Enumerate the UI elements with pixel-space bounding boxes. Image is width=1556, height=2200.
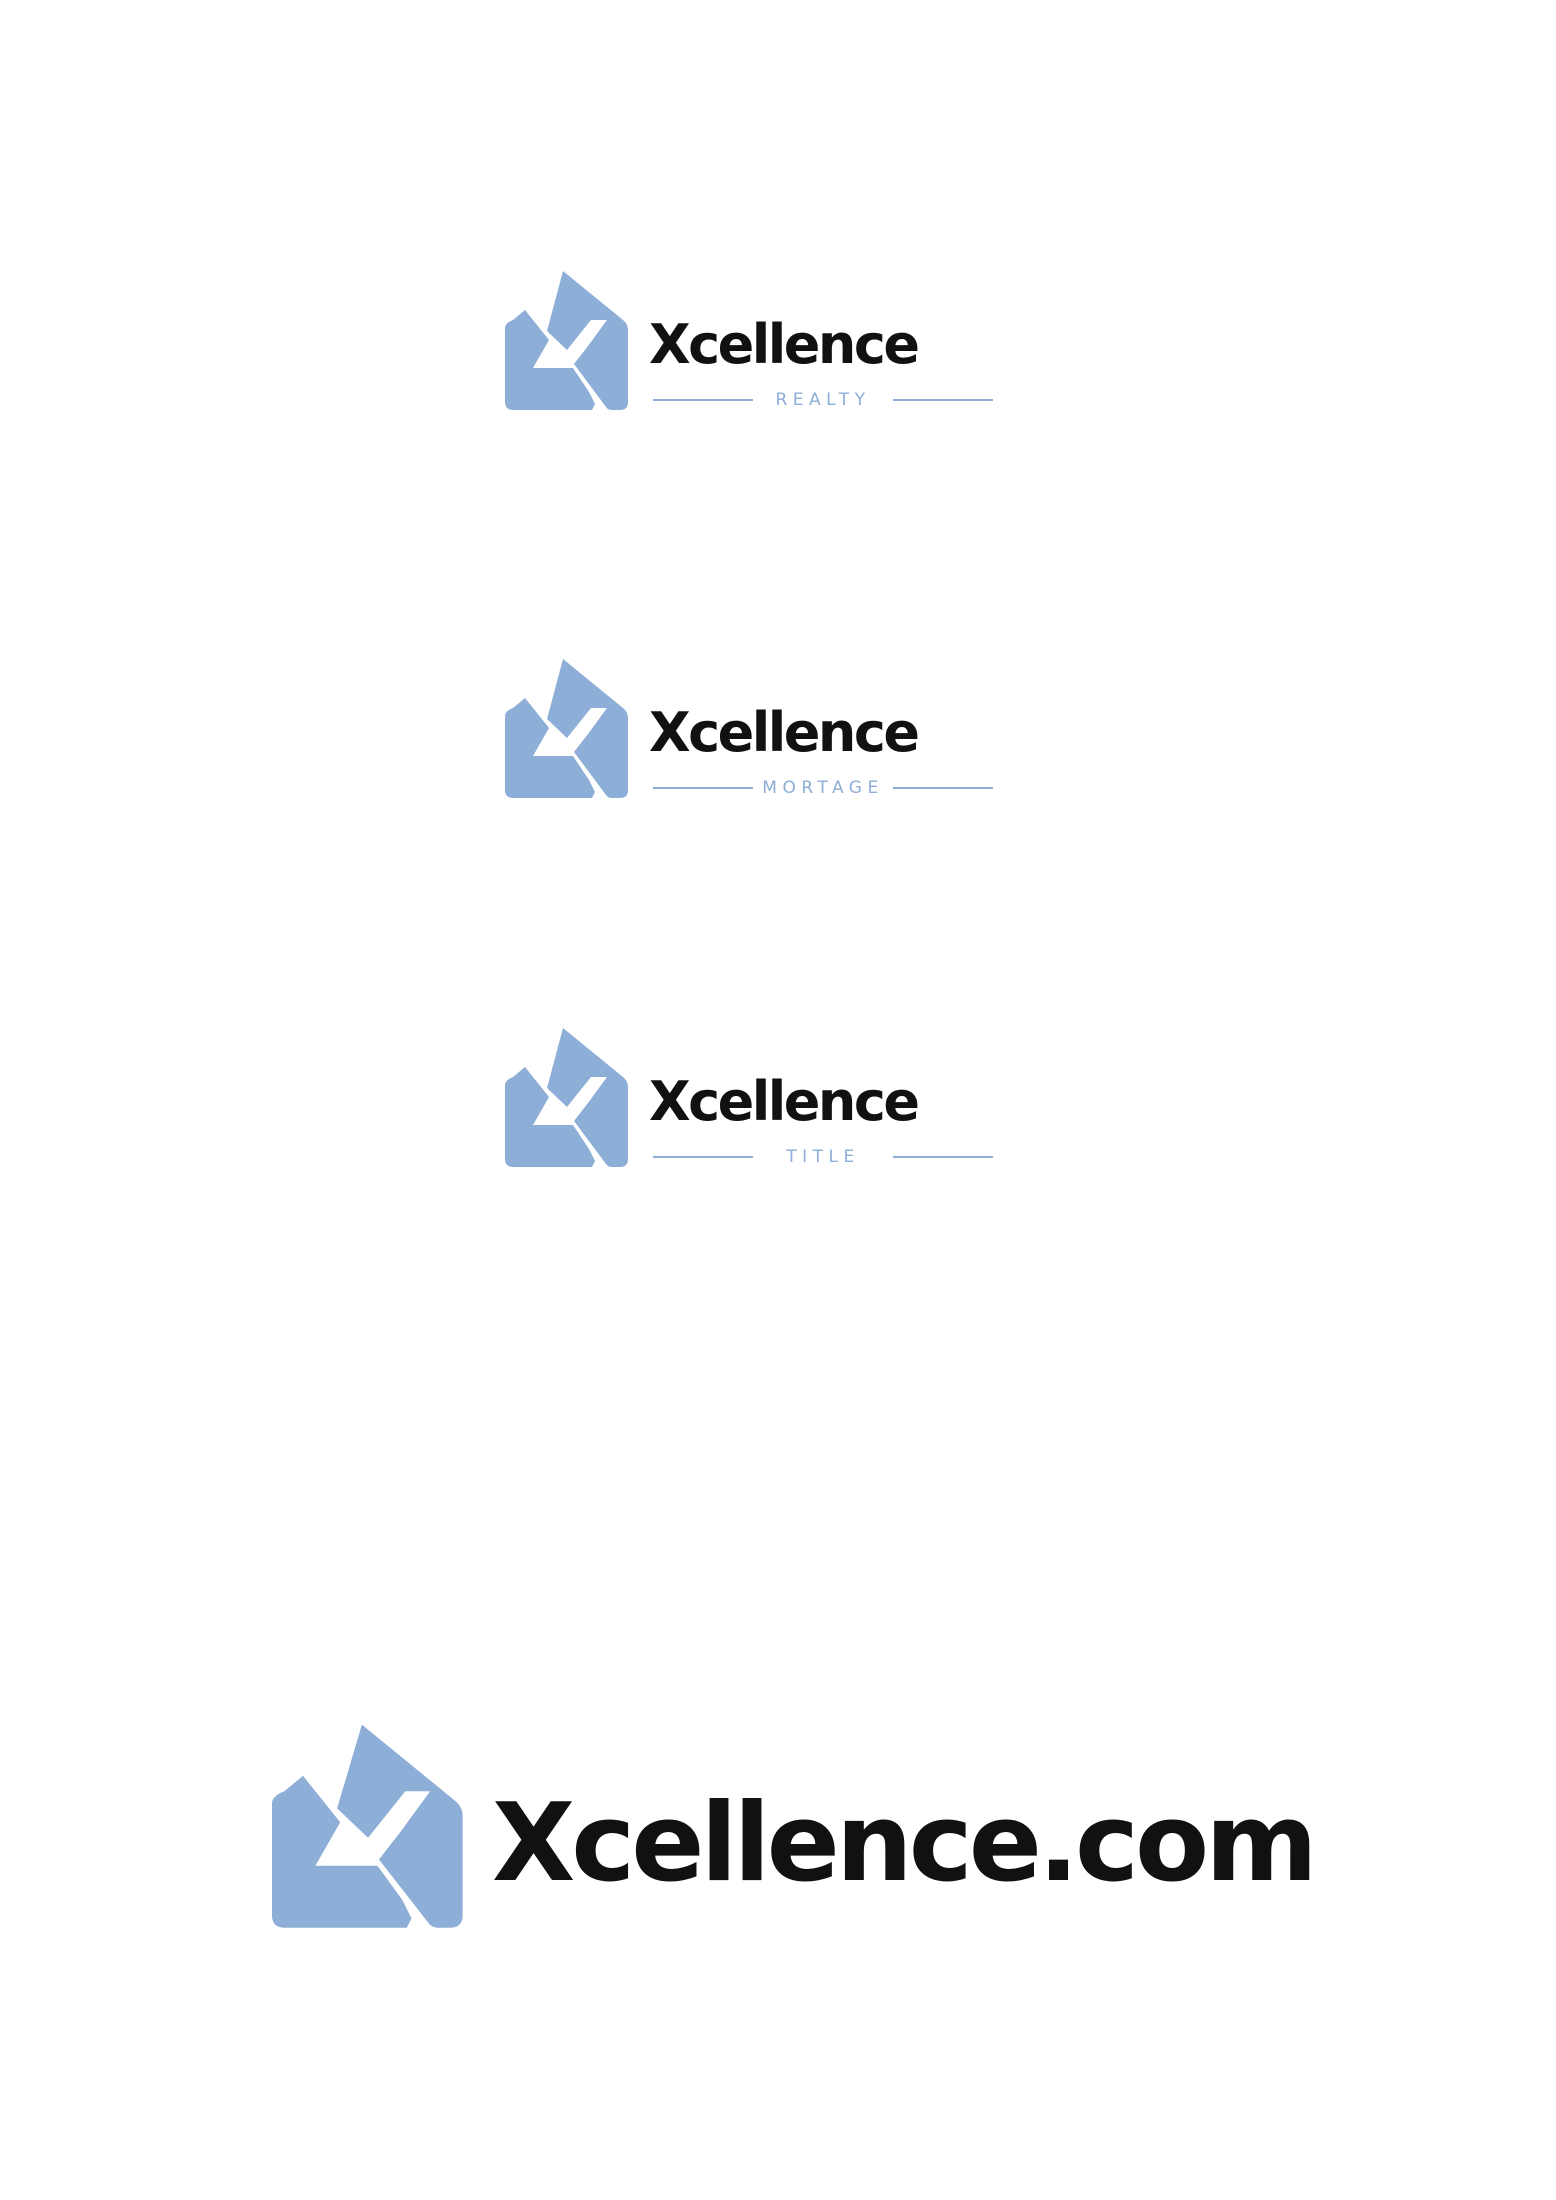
xcellence-title-logo: Xcellence TITLE xyxy=(505,1025,997,1171)
house-x-icon xyxy=(505,271,628,410)
tagline-divider-left xyxy=(653,1156,753,1158)
wordmark: Xcellence.com xyxy=(492,1781,1318,1906)
house-x-icon xyxy=(505,659,628,798)
tagline-text: TITLE xyxy=(786,1147,860,1167)
tagline-divider-left xyxy=(653,787,753,789)
tagline: TITLE xyxy=(653,1147,993,1167)
tagline-divider-right xyxy=(893,1156,993,1158)
wordmark: Xcellence xyxy=(649,701,920,764)
tagline: MORTAGE xyxy=(653,778,993,798)
xcellence-mortgage-logo: Xcellence MORTAGE xyxy=(505,656,997,802)
wordmark: Xcellence xyxy=(649,313,920,376)
tagline: REALTY xyxy=(653,390,993,410)
tagline-divider-right xyxy=(893,787,993,789)
tagline-divider-left xyxy=(653,399,753,401)
tagline-divider-right xyxy=(893,399,993,401)
house-x-icon xyxy=(272,1724,463,1928)
xcellence-realty-logo: Xcellence REALTY xyxy=(505,268,997,414)
wordmark: Xcellence xyxy=(649,1070,920,1133)
tagline-text: MORTAGE xyxy=(762,778,884,798)
tagline-text: REALTY xyxy=(775,390,871,410)
xcellence-com-logo: Xcellence.com xyxy=(272,1720,1318,1932)
house-x-icon xyxy=(505,1028,628,1167)
